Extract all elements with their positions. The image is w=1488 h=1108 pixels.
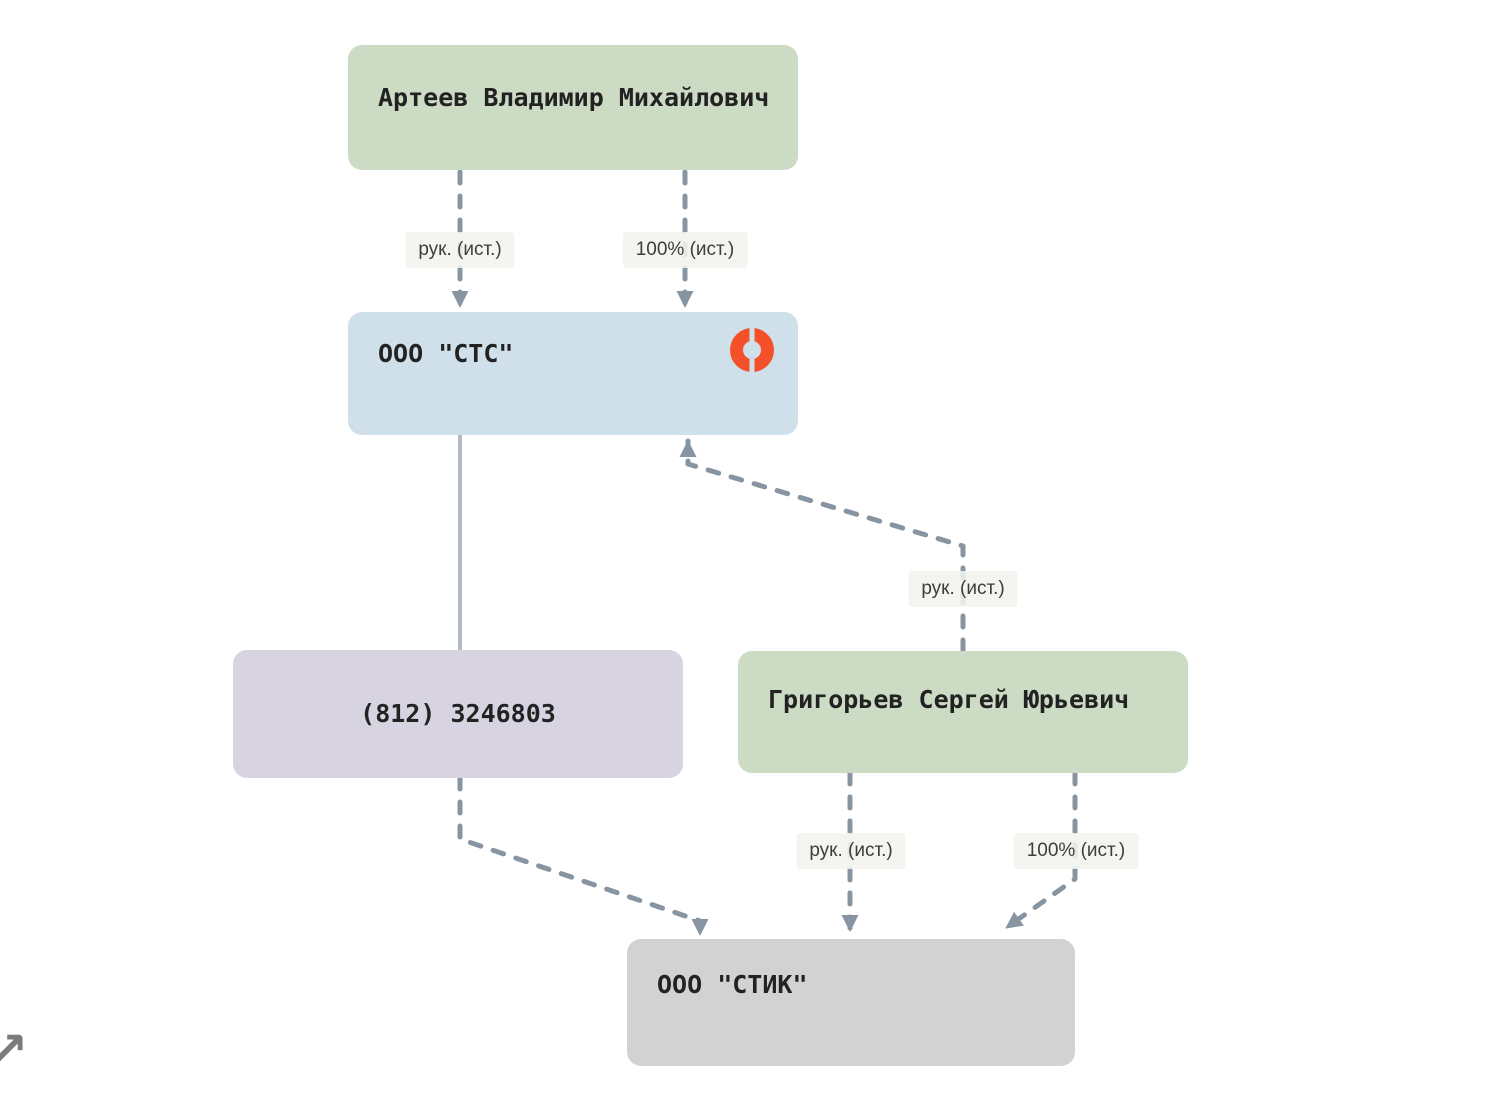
edge-phone-stik [457, 775, 709, 938]
edge-label-ruk-3: рук. (ист.) [796, 833, 906, 869]
node-label: Григорьев Сергей Юрьевич [768, 685, 1130, 714]
node-person-arteev[interactable]: Артеев Владимир Михайлович [348, 45, 798, 170]
node-label: ООО "СТС" [378, 339, 514, 368]
edge-label-ruk-2: рук. (ист.) [908, 571, 1018, 607]
node-label: ООО "СТИК" [657, 970, 808, 999]
edge-label-100-1: 100% (ист.) [622, 232, 748, 268]
edge-grigoryev-sts-ruk [679, 438, 966, 654]
expand-arrow-icon[interactable]: ↗ [0, 1022, 29, 1078]
edge-label-ruk-1: рук. (ист.) [405, 232, 515, 268]
ring-split-icon [730, 327, 774, 373]
node-company-sts[interactable]: ООО "СТС" [348, 312, 798, 435]
edge-grigoryev-stik-100 [1003, 770, 1078, 931]
edge-label-100-2: 100% (ист.) [1013, 833, 1139, 869]
node-person-grigoryev[interactable]: Григорьев Сергей Юрьевич [738, 651, 1188, 773]
node-phone[interactable]: (812) 3246803 [233, 650, 683, 778]
node-company-stik[interactable]: ООО "СТИК" [627, 939, 1075, 1066]
node-label: (812) 3246803 [360, 699, 556, 728]
node-label: Артеев Владимир Михайлович [378, 83, 770, 112]
